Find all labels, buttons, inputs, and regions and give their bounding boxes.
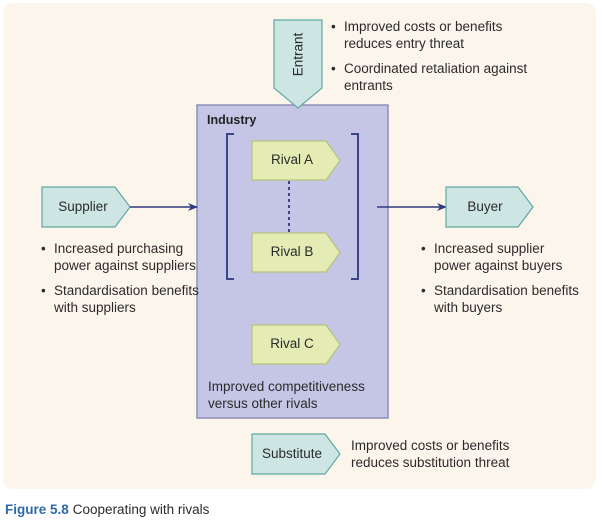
figure-number: Figure 5.8	[5, 502, 69, 517]
entrant-label: Entrant	[290, 32, 306, 76]
rival-a-shape[interactable]	[251, 140, 341, 181]
industry-note-line2: versus other rivals	[208, 396, 318, 411]
left-bracket	[226, 133, 234, 280]
buyer-bullets: Increased supplier power against buyers …	[420, 240, 580, 324]
industry-note-line1: Improved competitiveness	[208, 379, 365, 394]
buyer-bullet: Increased supplier power against buyers	[420, 240, 580, 274]
supplier-shape[interactable]	[41, 186, 131, 228]
rival-b-label: Rival B	[270, 244, 314, 259]
supplier-bullets: Increased purchasing power against suppl…	[40, 240, 200, 324]
substitute-note-line1: Improved costs or benefits	[351, 438, 510, 453]
entrant-bullet: Coordinated retaliation against entrants	[330, 60, 530, 94]
rival-b-shape[interactable]	[251, 232, 341, 273]
supplier-label: Supplier	[58, 199, 108, 214]
entrant-bullet: Improved costs or benefits reduces entry…	[330, 18, 530, 52]
substitute-shape[interactable]	[251, 433, 341, 475]
supplier-bullet: Increased purchasing power against suppl…	[40, 240, 200, 274]
entrant-label-wrap: Entrant	[274, 20, 322, 88]
entrant-bullets: Improved costs or benefits reduces entry…	[330, 18, 530, 102]
industry-title: Industry	[207, 113, 257, 127]
rival-a-label: Rival A	[270, 152, 314, 167]
buyer-bullet: Standardisation benefits with buyers	[420, 282, 580, 316]
entrant-shape[interactable]	[273, 19, 323, 109]
supplier-bullet: Standardisation benefits with suppliers	[40, 282, 200, 316]
rival-c-label: Rival C	[270, 336, 314, 351]
rival-c-shape[interactable]	[251, 324, 341, 365]
substitute-label: Substitute	[261, 446, 323, 461]
buyer-label: Buyer	[467, 199, 503, 214]
buyer-shape[interactable]	[445, 186, 534, 228]
right-bracket	[351, 133, 359, 280]
figure-title: Cooperating with rivals	[72, 502, 210, 517]
substitute-note-line2: reduces substitution threat	[351, 455, 510, 470]
